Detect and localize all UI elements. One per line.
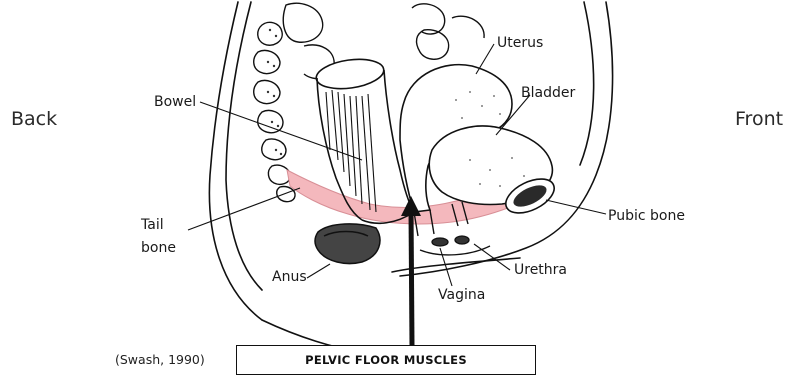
vagina-label: Vagina bbox=[438, 288, 485, 302]
bladder-label: Bladder bbox=[521, 86, 575, 100]
pubic-bone-label: Pubic bone bbox=[608, 209, 685, 223]
anus-organ bbox=[315, 224, 380, 264]
citation: (Swash, 1990) bbox=[115, 354, 205, 367]
uterus-label: Uterus bbox=[497, 36, 543, 50]
caption-box: PELVIC FLOOR MUSCLES bbox=[236, 345, 536, 375]
tail-bone-label-line2: bone bbox=[141, 241, 176, 255]
bowel-label: Bowel bbox=[154, 95, 196, 109]
urethra-label: Urethra bbox=[514, 263, 567, 277]
front-side-label: Front bbox=[735, 110, 783, 129]
anus-label: Anus bbox=[272, 270, 307, 284]
caption-title: PELVIC FLOOR MUSCLES bbox=[305, 353, 467, 367]
vulva-openings bbox=[420, 236, 490, 255]
tail-bone-label-line1: Tail bbox=[141, 218, 164, 232]
back-side-label: Back bbox=[11, 110, 57, 129]
